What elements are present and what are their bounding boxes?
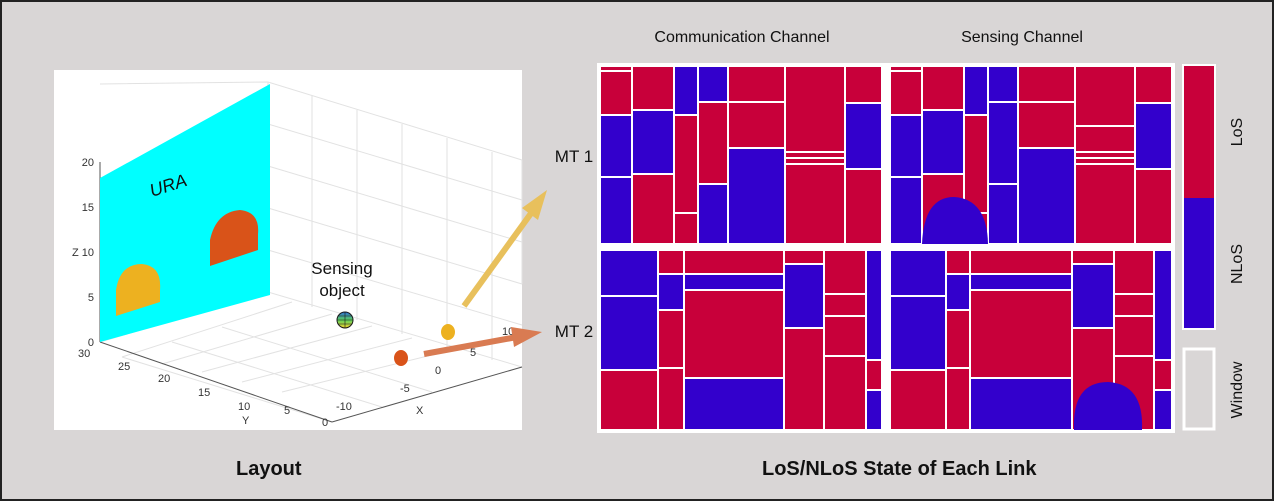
legend-los-label: LoS [1229,118,1246,146]
svg-text:5: 5 [284,405,290,417]
mt2-arrow [423,327,542,357]
mt2-marker [394,350,408,366]
mt2-ura-patch [210,210,259,266]
legend-window-label: Window [1229,361,1246,418]
svg-text:10: 10 [238,401,250,413]
layout-plot: URA 20 15 10 5 0 Z 30 25 20 15 10 5 0 Y … [54,70,523,430]
svg-text:15: 15 [82,202,94,214]
svg-text:5: 5 [88,292,94,304]
col-title-sensing: Sensing Channel [961,29,1083,46]
mt2-sensing-panel [890,250,1172,430]
svg-text:5: 5 [470,347,476,359]
svg-text:20: 20 [158,373,170,385]
legend-nlos-swatch [1184,198,1214,328]
x-axis-label: X [416,405,424,417]
mt1-arrow [461,190,547,308]
svg-text:15: 15 [198,387,210,399]
svg-text:0: 0 [435,365,441,377]
svg-text:20: 20 [82,157,94,169]
y-axis-label: Y [242,415,250,427]
sensing-object-sphere [336,311,354,329]
svg-text:10: 10 [82,247,94,259]
legend: LoS NLoS Window [1182,64,1246,431]
mt1-ura-patch [116,264,161,316]
svg-text:25: 25 [118,361,130,373]
z-axis-label: Z [72,247,79,259]
z-axis-ticks: 20 15 10 5 0 [82,157,94,349]
x-axis-ticks: -10 -5 0 5 10 [336,326,514,413]
row-label-mt2: MT 2 [555,322,593,341]
caption-los-nlos-state: LoS/NLoS State of Each Link [762,458,1037,480]
mt1-marker [441,324,455,340]
y-axis-ticks: 30 25 20 15 10 5 0 [78,348,328,429]
mt1-communication-panel [600,66,882,244]
sensing-object-label-line2: object [319,281,365,300]
caption-layout: Layout [236,458,302,480]
mt2-communication-panel [600,250,882,430]
svg-text:10: 10 [502,326,514,338]
sensing-object-label-line1: Sensing [311,259,372,278]
legend-nlos-label: NLoS [1229,244,1246,284]
col-title-communication: Communication Channel [654,29,829,46]
legend-los-swatch [1184,66,1214,198]
svg-text:-5: -5 [400,383,410,395]
row-label-mt1: MT 1 [555,147,593,166]
svg-text:0: 0 [322,417,328,429]
svg-text:-10: -10 [336,401,352,413]
svg-text:0: 0 [88,337,94,349]
mt1-sensing-panel [890,66,1172,244]
legend-window-swatch [1182,347,1216,431]
svg-text:30: 30 [78,348,90,360]
